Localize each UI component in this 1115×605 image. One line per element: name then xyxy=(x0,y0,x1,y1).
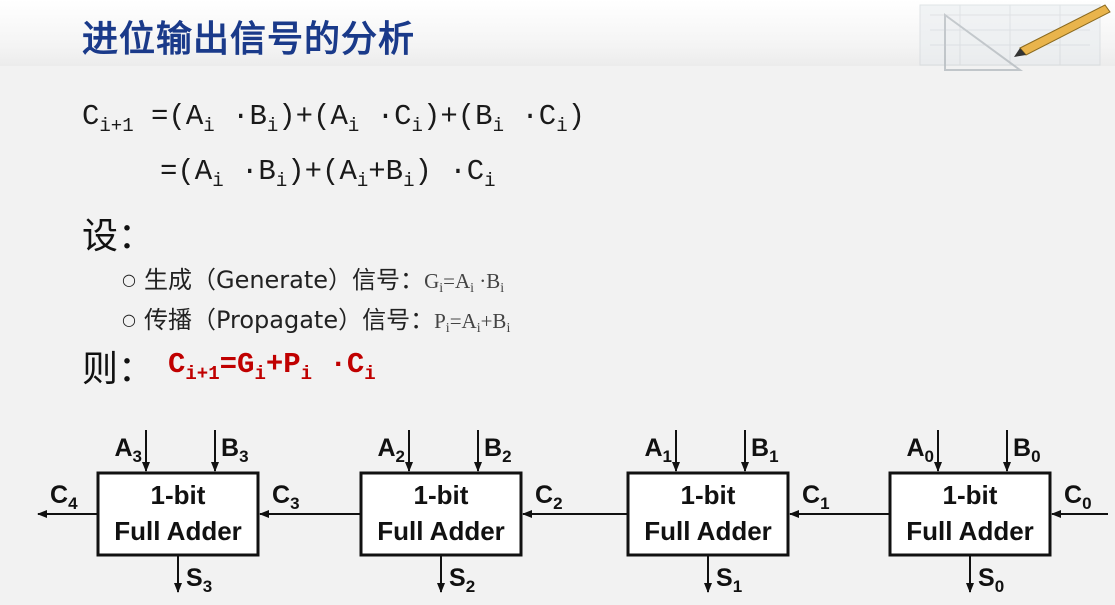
formula-subscript: i xyxy=(212,170,224,192)
full-adder-label-line2: Full Adder xyxy=(377,516,505,546)
formula-text: ) ·C xyxy=(414,155,485,188)
full-adder-label-line1: 1-bit xyxy=(151,480,206,510)
sum-output-label: S2 xyxy=(449,564,475,596)
equation-line-1: Ci+1 =(Ai ·Bi)+(Ai ·Ci)+(Bi ·Ci) xyxy=(82,100,585,136)
input-a-label: A2 xyxy=(377,434,405,466)
full-adder-label-line1: 1-bit xyxy=(681,480,736,510)
full-adder-box xyxy=(888,471,1052,557)
full-adder-label-line2: Full Adder xyxy=(114,516,242,546)
formula-text: +B xyxy=(368,155,404,188)
formula-text: ·C xyxy=(359,100,412,133)
carry-in-label: C0 xyxy=(1064,481,1092,513)
formula-text: )+(A xyxy=(287,155,357,188)
sum-output-label: S3 xyxy=(186,564,212,596)
full-adder-box xyxy=(626,471,790,557)
input-b-label: B0 xyxy=(1013,434,1041,466)
formula-text: +P xyxy=(265,348,301,381)
formula-text: G xyxy=(424,269,440,293)
drawing-icon xyxy=(919,4,1101,71)
formula-text: P xyxy=(434,309,446,333)
generate-bullet: ○生成（Generate）信号：Gi=Ai ·Bi xyxy=(122,260,505,296)
formula-subscript: i xyxy=(506,321,511,336)
full-adder-label-line2: Full Adder xyxy=(644,516,772,546)
formula-subscript: i xyxy=(500,281,505,296)
formula-subscript: i xyxy=(556,115,568,137)
full-adder-label-line1: 1-bit xyxy=(943,480,998,510)
formula-text: )+(B xyxy=(422,100,493,133)
formula-text: =A xyxy=(449,309,477,333)
input-b-label: B1 xyxy=(751,434,779,466)
formula-subscript: i xyxy=(347,115,360,137)
drafting-tools-decoration xyxy=(919,4,1111,71)
carry-in-label: C3 xyxy=(272,481,300,513)
formula-text: =(A xyxy=(133,100,204,133)
formula-subscript: i+1 xyxy=(185,363,220,385)
formula-text: ·B xyxy=(214,100,267,133)
input-b-label: B3 xyxy=(221,434,249,466)
formula-text: +B xyxy=(480,309,507,333)
formula-subscript: i+1 xyxy=(99,115,134,137)
equation-line-2: =(Ai ·Bi)+(Ai+Bi) ·Ci xyxy=(160,155,496,191)
pencil-icon xyxy=(1014,4,1111,57)
carry-formula: Ci+1=Gi+Pi ·Ci xyxy=(168,348,376,384)
full-adder-box xyxy=(359,471,523,557)
input-a-label: A3 xyxy=(114,434,142,466)
formula-subscript: i xyxy=(275,170,288,192)
formula-subscript: i xyxy=(476,321,481,336)
formula-text: )+(A xyxy=(278,100,348,133)
formula-text: ) xyxy=(567,100,585,133)
formula-text: ·C xyxy=(503,100,557,133)
then-label: 则： xyxy=(82,349,155,390)
carry-out-label: C4 xyxy=(50,481,78,513)
formula-subscript: i xyxy=(484,170,496,192)
propagate-bullet: ○传播（Propagate）信号：Pi=Ai+Bi xyxy=(122,300,511,336)
formula-subscript: i xyxy=(300,363,313,385)
propagate-formula: Pi=Ai+Bi xyxy=(434,309,511,336)
formula-subscript: i xyxy=(411,115,423,137)
sum-output-label: S1 xyxy=(716,564,742,596)
bullet-dot-icon: ○ xyxy=(122,270,136,289)
formula-subscript: i xyxy=(445,321,450,336)
formula-text: =G xyxy=(219,348,255,381)
formula-subscript: i xyxy=(403,170,415,192)
formula-subscript: i xyxy=(439,281,444,296)
sum-output-label: S0 xyxy=(978,564,1004,596)
formula-text: =A xyxy=(443,269,471,293)
formula-subscript: i xyxy=(492,115,504,137)
page-title: 进位输出信号的分析 xyxy=(82,19,416,60)
full-adder-label-line1: 1-bit xyxy=(414,480,469,510)
formula-subscript: i xyxy=(203,115,215,137)
input-b-label: B2 xyxy=(484,434,512,466)
generate-formula: Gi=Ai ·Bi xyxy=(424,269,505,296)
formula-subscript: i xyxy=(266,115,279,137)
input-a-label: A1 xyxy=(644,434,672,466)
formula-subscript: i xyxy=(470,281,475,296)
propagate-text: 传播（Propagate）信号： xyxy=(143,306,435,334)
formula-text: ·B xyxy=(223,155,276,188)
formula-text: C xyxy=(168,348,186,381)
formula-subscript: i xyxy=(364,363,376,385)
formula-text: =(A xyxy=(160,155,213,188)
formula-text: ·C xyxy=(312,348,365,381)
carry-in-label: C1 xyxy=(802,481,830,513)
generate-text: 生成（Generate）信号： xyxy=(143,266,425,294)
formula-subscript: i xyxy=(254,363,266,385)
carry-in-label: C2 xyxy=(535,481,563,513)
bullet-dot-icon: ○ xyxy=(122,310,136,329)
formula-text: ·B xyxy=(474,269,501,293)
full-adder-label-line2: Full Adder xyxy=(906,516,1034,546)
input-a-label: A0 xyxy=(906,434,934,466)
set-label: 设： xyxy=(82,216,155,257)
formula-subscript: i xyxy=(356,170,369,192)
formula-text: C xyxy=(82,100,100,133)
